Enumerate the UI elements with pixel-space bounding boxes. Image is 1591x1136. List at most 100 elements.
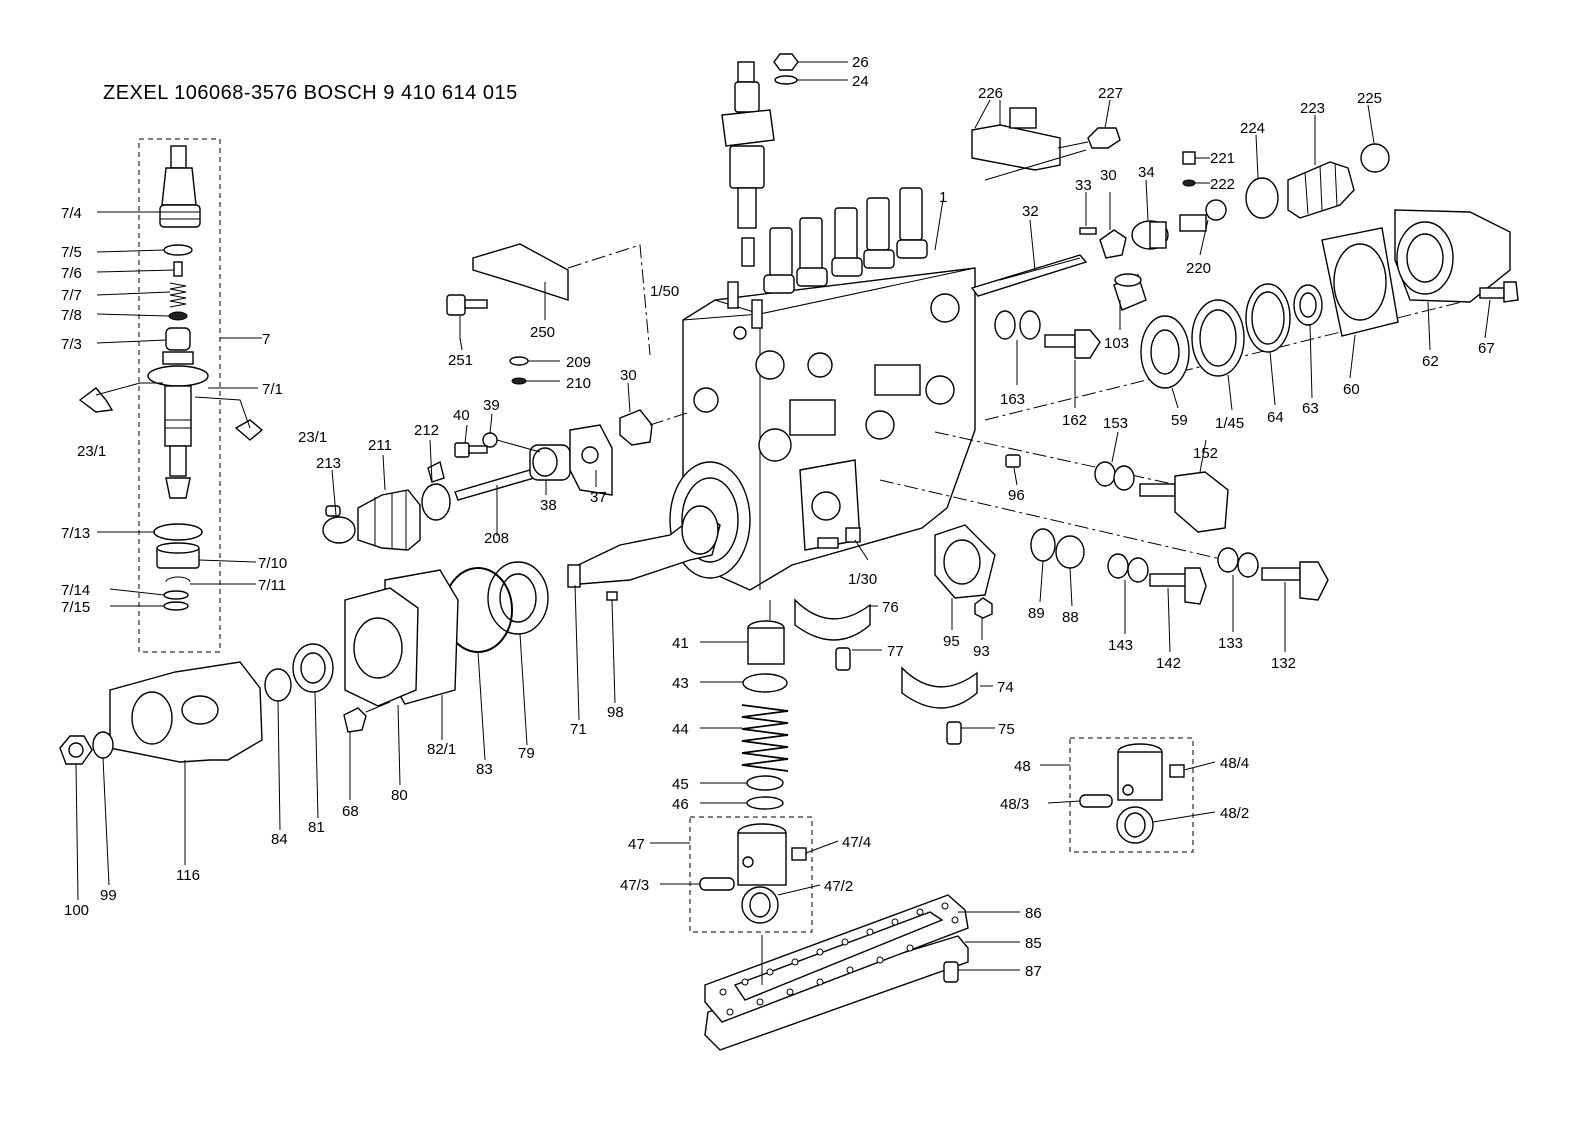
washer-143b (1127, 557, 1149, 583)
bracket-226 (971, 124, 1061, 171)
spring-44 (741, 704, 789, 772)
label-76: 76 (882, 599, 899, 616)
shim-46 (746, 796, 784, 810)
plate-23-1-left (78, 387, 114, 413)
label-223: 223 (1300, 100, 1325, 117)
label-26: 26 (852, 54, 869, 71)
label-41: 41 (672, 635, 689, 652)
washer-39 (482, 432, 498, 448)
label-67: 67 (1478, 340, 1495, 357)
bolt-251 (446, 294, 466, 316)
label-95: 95 (943, 633, 960, 650)
label-40: 40 (453, 407, 470, 424)
label-37: 37 (590, 489, 607, 506)
nut-93 (974, 597, 993, 619)
right-middle-group (879, 431, 1329, 619)
label-227: 227 (1098, 85, 1123, 102)
label-64: 64 (1267, 409, 1284, 426)
control-group-left (322, 409, 691, 551)
washer-133b (1237, 552, 1259, 578)
label-32: 32 (1022, 203, 1039, 220)
label-1: 1 (939, 189, 947, 206)
top-fitting (737, 61, 755, 83)
label-59: 59 (1171, 412, 1188, 429)
label-88: 88 (1062, 609, 1079, 626)
bottom-cover-plates (704, 894, 1020, 1051)
label-48-2: 48/2 (1220, 805, 1249, 822)
barrel-7-1 (164, 385, 192, 447)
label-7-14: 7/14 (61, 582, 90, 599)
pin-47-3 (699, 877, 735, 891)
label-103: 103 (1104, 335, 1129, 352)
washer-163a (994, 310, 1016, 340)
label-82-1: 82/1 (427, 741, 456, 758)
pump-element-heads (763, 187, 928, 294)
washer-210 (511, 377, 527, 385)
cam-half-74 (901, 666, 978, 709)
drive-end-right-group (984, 209, 1519, 421)
tappet-group-48 (1040, 737, 1194, 853)
label-213: 213 (316, 455, 341, 472)
plug-88 (1055, 535, 1085, 569)
label-7-5: 7/5 (61, 244, 82, 261)
label-47-4: 47/4 (842, 834, 871, 851)
valve-7-3 (165, 327, 191, 351)
label-132: 132 (1271, 655, 1296, 672)
washer-133a (1217, 547, 1239, 573)
label-24: 24 (852, 73, 869, 90)
label-7-13: 7/13 (61, 525, 90, 542)
label-34: 34 (1138, 164, 1155, 181)
label-153: 153 (1103, 415, 1128, 432)
label-63: 63 (1302, 400, 1319, 417)
label-7: 7 (262, 331, 270, 348)
group-7-dashed-box (138, 138, 221, 653)
label-221: 221 (1210, 150, 1235, 167)
label-68: 68 (342, 803, 359, 820)
label-47: 47 (628, 836, 645, 853)
washer-153b (1113, 465, 1135, 491)
spring-7-7 (169, 282, 187, 308)
label-222: 222 (1210, 176, 1235, 193)
label-1-50: 1/50 (650, 283, 679, 300)
label-48-4: 48/4 (1220, 755, 1249, 772)
pin-48-3 (1079, 794, 1113, 808)
screw-87 (943, 961, 959, 983)
label-212: 212 (414, 422, 439, 439)
label-38: 38 (540, 497, 557, 514)
camshaft-and-left-drive (59, 505, 721, 765)
clamp-213 (322, 516, 356, 544)
label-80: 80 (391, 787, 408, 804)
label-48-3: 48/3 (1000, 796, 1029, 813)
washer-143a (1107, 553, 1129, 579)
label-99: 99 (100, 887, 117, 904)
label-85: 85 (1025, 935, 1042, 952)
bolt-221 (1182, 151, 1196, 165)
label-100: 100 (64, 902, 89, 919)
clamp-224 (1245, 177, 1279, 219)
label-44: 44 (672, 721, 689, 738)
label-220: 220 (1186, 260, 1211, 277)
bolt-142 (1149, 573, 1187, 587)
label-87: 87 (1025, 963, 1042, 980)
label-7-6: 7/6 (61, 265, 82, 282)
label-60: 60 (1343, 381, 1360, 398)
bolt-40 (454, 442, 470, 458)
label-23-1-right: 23/1 (298, 429, 327, 446)
cam-half-76 (794, 598, 871, 641)
label-62: 62 (1422, 353, 1439, 370)
holder-body-7-4 (161, 167, 197, 206)
label-143: 143 (1108, 637, 1133, 654)
diagram-title: ZEXEL 106068-3576 BOSCH 9 410 614 015 (103, 82, 518, 104)
label-71: 71 (570, 721, 587, 738)
label-7-11: 7/11 (258, 577, 286, 594)
washer-24 (774, 75, 798, 85)
banjo-bolt-162 (1044, 334, 1076, 348)
bolt-68 (343, 707, 367, 733)
plug-152 (1174, 471, 1229, 533)
screw-96 (1005, 454, 1021, 468)
label-251: 251 (448, 352, 473, 369)
right-top-group (970, 100, 1390, 297)
label-250: 250 (530, 324, 555, 341)
pin-47-4 (791, 847, 807, 861)
